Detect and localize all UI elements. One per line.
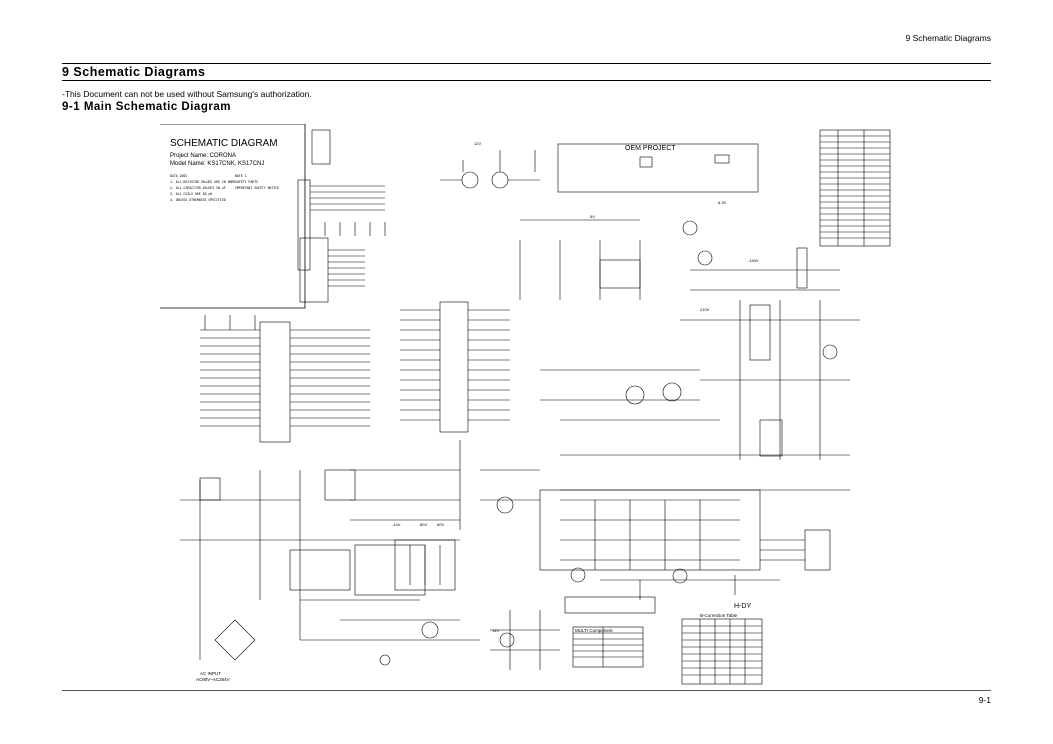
voltage-label: 12V: [474, 141, 481, 146]
svg-text:4. UNLESS OTHERWISE SPECIFIED: 4. UNLESS OTHERWISE SPECIFIED: [170, 198, 226, 202]
project-name: Project Name: CORONA: [170, 153, 236, 159]
title-rule: [62, 80, 991, 81]
running-head: 9 Schematic Diagrams: [905, 33, 991, 43]
voltage-label: 210V: [700, 307, 710, 312]
voltage-label: 60V: [437, 522, 444, 527]
diagram-title: SCHEMATIC DIAGRAM: [170, 138, 278, 149]
schematic-diagram: DATA 2002 1. ALL RESISTOR VALUES ARE IN …: [160, 124, 891, 685]
oem-project-label: OEM PROJECT: [625, 145, 676, 152]
voltage-label: -14V: [392, 522, 401, 527]
voltage-label: 80V: [420, 522, 427, 527]
h-dy-label: H-DY: [734, 603, 751, 610]
voltage-label: 6.3V: [718, 200, 727, 205]
b-correction-table-label: B-Correction Table: [700, 613, 738, 618]
svg-text:3. ALL COILS ARE IN uH: 3. ALL COILS ARE IN uH: [170, 192, 212, 196]
ac-input-label: AC INPUT: [200, 671, 221, 676]
svg-text:IMPORTANT SAFETY NOTICE: IMPORTANT SAFETY NOTICE: [235, 186, 279, 190]
svg-text:2. ALL CAPACITOR VALUES IN uF: 2. ALL CAPACITOR VALUES IN uF: [170, 186, 226, 190]
top-rule: [62, 63, 991, 64]
voltage-label: 5V: [590, 214, 595, 219]
svg-text:1. ALL RESISTOR VALUES ARE IN: 1. ALL RESISTOR VALUES ARE IN OHMS: [170, 180, 235, 184]
svg-text:DATA 2002: DATA 2002: [170, 174, 187, 178]
page-number: 9-1: [978, 695, 991, 705]
voltage-label: 14V: [492, 628, 499, 633]
svg-text:SAFETY PARTS: SAFETY PARTS: [235, 180, 258, 184]
subsection-title: 9-1 Main Schematic Diagram: [62, 101, 231, 113]
ac-input-range: AC90V~AC264V: [196, 677, 230, 682]
section-title: 9 Schematic Diagrams: [62, 65, 206, 79]
authorization-notice: -This Document can not be used without S…: [62, 89, 312, 99]
bottom-rule: [62, 690, 991, 691]
svg-text:NOTE 1: NOTE 1: [235, 174, 247, 178]
multi-component-label: MULTI Component: [575, 628, 613, 633]
model-name: Model Name: KS17CNK, KS17CNJ: [170, 161, 264, 167]
voltage-label: -150V: [748, 258, 759, 263]
